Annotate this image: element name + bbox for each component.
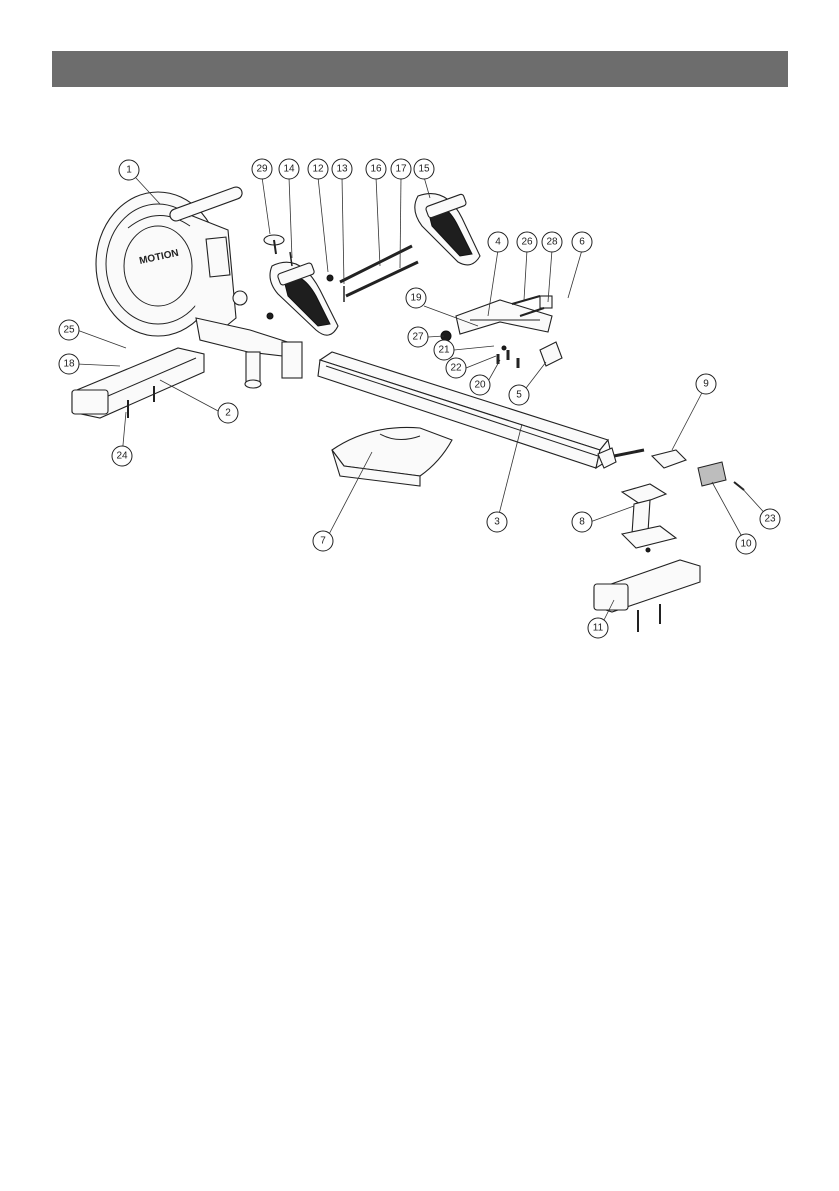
- callout-20: 20: [470, 375, 490, 395]
- flywheel-housing: MOTION: [96, 185, 247, 336]
- callout-23: 23: [760, 509, 780, 529]
- callout-18: 18: [59, 354, 79, 374]
- callout-label: 12: [312, 164, 324, 175]
- callout-12: 12: [308, 159, 328, 179]
- callout-label: 25: [63, 325, 75, 336]
- callout-label: 15: [418, 164, 430, 175]
- callout-label: 20: [474, 380, 486, 391]
- callout-label: 9: [703, 379, 709, 390]
- callout-21: 21: [434, 340, 454, 360]
- callout-22: 22: [446, 358, 466, 378]
- callout-5: 5: [509, 385, 529, 405]
- callout-8: 8: [572, 512, 592, 532]
- callout-14: 14: [279, 159, 299, 179]
- callout-label: 17: [395, 164, 407, 175]
- callout-29: 29: [252, 159, 272, 179]
- callout-label: 7: [320, 536, 326, 547]
- callout-label: 5: [516, 390, 522, 401]
- callout-28: 28: [542, 232, 562, 252]
- callout-label: 22: [450, 363, 462, 374]
- callout-label: 29: [256, 164, 268, 175]
- callout-7: 7: [313, 531, 333, 551]
- callout-label: 14: [283, 164, 295, 175]
- left-pedal: [270, 262, 338, 335]
- callout-19: 19: [406, 288, 426, 308]
- callout-4: 4: [488, 232, 508, 252]
- callout-15: 15: [414, 159, 434, 179]
- callout-label: 6: [579, 237, 585, 248]
- callout-label: 16: [370, 164, 382, 175]
- callout-24: 24: [112, 446, 132, 466]
- callout-2: 2: [218, 403, 238, 423]
- callout-26: 26: [517, 232, 537, 252]
- callout-label: 4: [495, 237, 501, 248]
- callout-27: 27: [408, 327, 428, 347]
- callout-label: 8: [579, 517, 585, 528]
- callout-label: 3: [494, 517, 500, 528]
- callout-label: 19: [410, 293, 422, 304]
- seat: [332, 427, 452, 486]
- right-pedal: [415, 194, 480, 265]
- callout-label: 23: [764, 514, 776, 525]
- callout-label: 28: [546, 237, 558, 248]
- callout-label: 11: [593, 623, 604, 634]
- callout-13: 13: [332, 159, 352, 179]
- front-stabilizer: [72, 348, 204, 418]
- callout-label: 13: [336, 164, 348, 175]
- callout-label: 26: [521, 237, 533, 248]
- callout-10: 10: [736, 534, 756, 554]
- callout-label: 27: [412, 332, 424, 343]
- callout-9: 9: [696, 374, 716, 394]
- callout-label: 21: [438, 345, 450, 356]
- callout-25: 25: [59, 320, 79, 340]
- callout-6: 6: [572, 232, 592, 252]
- callout-3: 3: [487, 512, 507, 532]
- front-frame: [196, 313, 302, 388]
- rear-parts: [594, 448, 744, 632]
- callout-label: 24: [116, 451, 128, 462]
- callout-1: 1: [119, 160, 139, 180]
- callout-17: 17: [391, 159, 411, 179]
- callout-label: 2: [225, 408, 231, 419]
- rear-bracket: [441, 296, 562, 368]
- callout-label: 18: [63, 359, 75, 370]
- callout-label: 10: [740, 539, 752, 550]
- callout-label: 1: [126, 165, 132, 176]
- callout-11: 11: [588, 618, 608, 638]
- callout-16: 16: [366, 159, 386, 179]
